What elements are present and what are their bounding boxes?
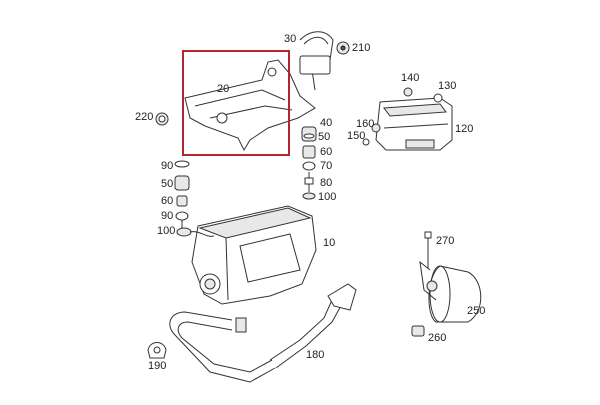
callout-50-right: 50 — [318, 131, 331, 143]
grommet-260-drawing — [411, 325, 425, 337]
callout-90-upper: 90 — [161, 160, 174, 172]
callout-80: 80 — [320, 177, 333, 189]
reservoir-250-drawing — [419, 260, 482, 323]
callout-130: 130 — [438, 80, 457, 92]
mount-stack-right-drawing — [301, 126, 317, 200]
bushing-220-drawing — [155, 112, 169, 126]
mount-stack-left-drawing — [174, 160, 192, 237]
bolt-270-drawing — [424, 231, 432, 268]
callout-140: 140 — [401, 72, 420, 84]
callout-120: 120 — [455, 123, 474, 135]
compressor-10-drawing — [189, 205, 317, 305]
clamp-190-drawing — [147, 342, 167, 359]
callout-150: 150 — [347, 130, 366, 142]
callout-190: 190 — [148, 360, 167, 372]
callout-20: 20 — [217, 83, 230, 95]
callout-220: 220 — [135, 111, 154, 123]
callout-180: 180 — [306, 349, 325, 361]
callout-250: 250 — [467, 305, 486, 317]
callout-270: 270 — [436, 235, 455, 247]
callout-210: 210 — [352, 42, 371, 54]
callout-90-lower: 90 — [161, 210, 174, 222]
callout-70: 70 — [320, 160, 333, 172]
callout-60-left: 60 — [161, 195, 174, 207]
callout-10: 10 — [323, 237, 336, 249]
callout-60-right: 60 — [320, 146, 333, 158]
ecu-120-drawing — [362, 87, 453, 151]
mount-210-drawing — [336, 41, 350, 55]
callout-40: 40 — [320, 117, 333, 129]
callout-100-right: 100 — [318, 191, 337, 203]
cable-30-drawing — [299, 31, 334, 75]
callout-100-left: 100 — [157, 225, 176, 237]
pipe-180-drawing — [169, 283, 357, 383]
highlight-box-part-20 — [182, 50, 290, 156]
callout-30: 30 — [284, 33, 297, 45]
callout-260: 260 — [428, 332, 447, 344]
callout-160: 160 — [356, 118, 375, 130]
callout-50-left: 50 — [161, 178, 174, 190]
